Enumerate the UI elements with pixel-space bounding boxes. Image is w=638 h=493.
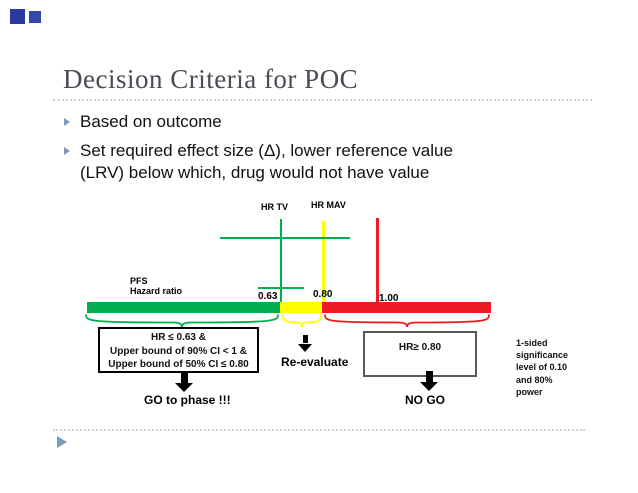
nogo-zone-brace (324, 314, 490, 327)
decision-bar (87, 302, 491, 313)
go-zone-brace (85, 314, 279, 327)
nogo-label: NO GO (405, 393, 446, 407)
tick-1-00: 1.00 (379, 293, 399, 304)
null-threshold-line (376, 218, 379, 302)
nogo-criteria-box: HR≥ 0.80 (363, 331, 477, 377)
footer-arrow-icon (57, 436, 67, 448)
bullet-triangle-icon (64, 118, 70, 126)
bullet-item: Set required effect size (Δ), lower refe… (64, 140, 584, 184)
nogo-zone-segment (322, 302, 491, 313)
axis-label: PFS Hazard ratio (130, 276, 183, 296)
bullet-text: Set required effect size (Δ), lower refe… (80, 141, 453, 182)
reevaluate-label: Re-evaluate (281, 355, 349, 369)
bullet-triangle-icon (64, 147, 70, 155)
bullet-list: Based on outcome Set required effect siz… (64, 111, 584, 191)
title-divider (53, 99, 592, 101)
mav-threshold-line (322, 221, 325, 302)
theme-square-small-icon (29, 11, 41, 23)
significance-note: 1-sided significance level of 0.10 and 8… (516, 338, 569, 397)
slide-title: Decision Criteria for POC (63, 64, 359, 94)
footer-divider (53, 429, 585, 431)
ci-50-whisker-line (258, 287, 304, 289)
go-criteria-box: HR ≤ 0.63 & Upper bound of 90% CI < 1 & … (98, 327, 259, 373)
tv-threshold-line (280, 219, 282, 302)
reevaluate-zone-segment (280, 302, 322, 313)
theme-square-icon (10, 9, 25, 24)
tick-0-63: 0.63 (258, 291, 278, 302)
bullet-text: Based on outcome (80, 112, 222, 131)
go-label: GO to phase !!! (144, 393, 231, 407)
ci-90-whisker-line (220, 237, 350, 239)
reevaluate-zone-brace (282, 314, 322, 327)
tick-0-80: 0.80 (313, 289, 333, 300)
hr-tv-label: HR TV (261, 202, 288, 212)
go-zone-segment (87, 302, 280, 313)
bullet-item: Based on outcome (64, 111, 584, 133)
hr-mav-label: HR MAV (311, 200, 346, 210)
